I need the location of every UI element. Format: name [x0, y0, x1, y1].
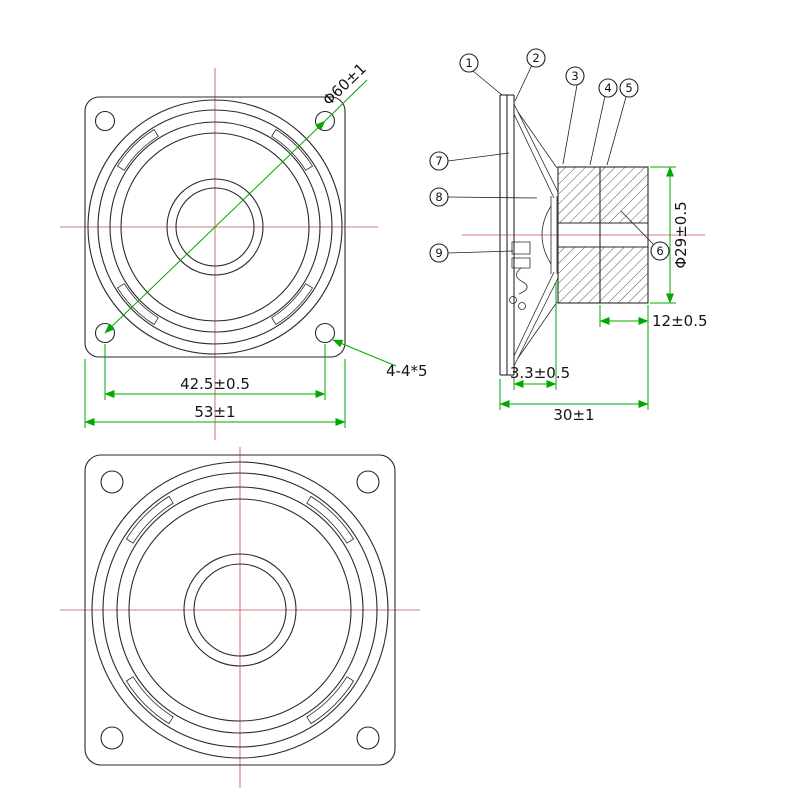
callout-9: 9	[429, 243, 514, 263]
callout-6-number: 6	[656, 244, 663, 258]
callout-1: 1	[459, 53, 503, 96]
front-view-dimensions: Φ60±1 42.5±0.5 53±1 4-4*5	[84, 60, 428, 428]
dust-cap-section	[541, 205, 552, 265]
callout-8-number: 8	[435, 190, 442, 204]
mount-hole-top-right-2	[356, 470, 380, 494]
callout-4-number: 4	[604, 81, 611, 95]
callout-1-number: 1	[465, 56, 472, 70]
mount-hole-top-left	[94, 110, 116, 132]
side-view-dimensions: 3.3±0.5 30±1 12±0.5 Φ29±0.5	[499, 166, 708, 424]
mount-holes-label: 4-4*5	[386, 362, 428, 380]
callout-7: 7	[429, 151, 510, 171]
callout-8: 8	[429, 187, 538, 207]
dim-hole-spacing-label: 42.5±0.5	[180, 375, 250, 393]
callout-3-number: 3	[571, 69, 578, 83]
mount-hole-top-left-2	[100, 470, 124, 494]
cone-and-basket	[513, 103, 559, 367]
callout-2: 2	[514, 48, 546, 102]
dim-overall-width-label: 53±1	[194, 403, 235, 421]
dim-magnet-diameter-label: Φ29±0.5	[672, 201, 690, 268]
callout-4: 4	[589, 78, 618, 166]
mount-hole-bottom-left-2	[100, 726, 124, 750]
front-view-bottom	[84, 454, 396, 766]
dim-flange-depth-label: 3.3±0.5	[510, 364, 570, 382]
callout-9-number: 9	[435, 246, 442, 260]
dim-magnet-depth-label: 12±0.5	[652, 312, 708, 330]
callout-2-number: 2	[532, 51, 539, 65]
callout-5-number: 5	[625, 81, 632, 95]
callout-5: 5	[606, 78, 639, 166]
callout-6: 6	[620, 210, 670, 261]
callout-7-number: 7	[435, 154, 442, 168]
callout-3: 3	[562, 66, 585, 165]
dim-overall-depth-label: 30±1	[553, 406, 594, 424]
side-view	[499, 94, 649, 376]
mount-slots-bottom	[125, 495, 355, 725]
dust-cap-inner-2	[193, 563, 287, 657]
part-callouts: 1 2 3 4 5 6 7	[429, 48, 670, 263]
dust-cap-outer-2	[183, 553, 297, 667]
mount-hole-bottom-right	[314, 322, 336, 344]
mount-hole-bottom-right-2	[356, 726, 380, 750]
magnet-hatching	[558, 167, 648, 303]
magnet-assembly	[557, 166, 649, 304]
mounting-flange	[499, 94, 515, 376]
terminal-and-lead-wire	[509, 241, 531, 310]
